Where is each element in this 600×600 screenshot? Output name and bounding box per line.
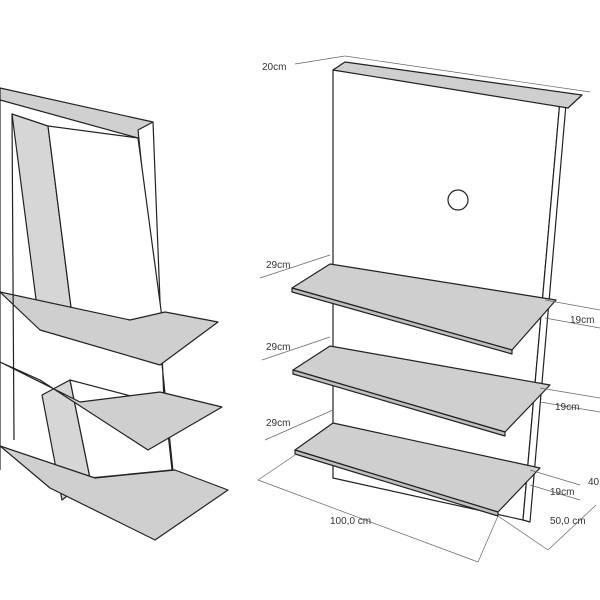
dim-shelf1-depth <box>259 254 331 279</box>
label-shelf1-depth: 29cm <box>266 260 290 271</box>
dim-gap3 <box>529 484 581 501</box>
left-shelf-3 <box>0 445 229 541</box>
label-depth: 50,0 cm <box>550 516 586 527</box>
right-top-board <box>332 61 583 109</box>
label-gap2: 19cm <box>555 402 579 413</box>
left-shelf-2 <box>0 361 223 451</box>
dim-shelf3-depth <box>264 409 334 441</box>
dim-width-ext2 <box>477 515 499 563</box>
dim-depth-ext <box>497 515 549 551</box>
dim-shelf2-depth <box>261 336 331 361</box>
right-shelf-1-front <box>291 287 513 355</box>
dim-depth <box>547 504 597 551</box>
dim-width-ext1 <box>257 454 296 481</box>
label-width: 100,0 cm <box>330 516 371 527</box>
dim-gap2 <box>539 401 600 413</box>
dimension-lines <box>257 55 600 563</box>
label-top-depth: 20cm <box>262 62 286 73</box>
left-edge-line-1 <box>11 113 15 441</box>
label-gap3: 19cm <box>550 487 574 498</box>
circle-hole-icon <box>447 189 469 211</box>
dim-gap2b <box>539 387 600 399</box>
label-gap1: 19cm <box>570 315 594 326</box>
dim-top-depth <box>294 55 346 65</box>
left-shelf-1 <box>0 291 219 366</box>
dim-gap1b <box>544 299 600 311</box>
label-side-partial: 40 <box>588 477 600 488</box>
dim-gap1 <box>544 317 600 329</box>
left-shelf-unit <box>0 87 229 541</box>
right-shelf-unit <box>291 61 583 523</box>
label-shelf3-depth: 29cm <box>266 418 290 429</box>
right-shelf-2-front <box>292 369 506 437</box>
dim-gap3b <box>529 469 581 486</box>
dimension-labels: 20cm 29cm 29cm 29cm 19cm 19cm 19cm 40 10… <box>262 62 600 527</box>
label-shelf2-depth: 29cm <box>266 342 290 353</box>
dim-width <box>257 479 479 563</box>
dim-top-extension <box>344 55 591 93</box>
